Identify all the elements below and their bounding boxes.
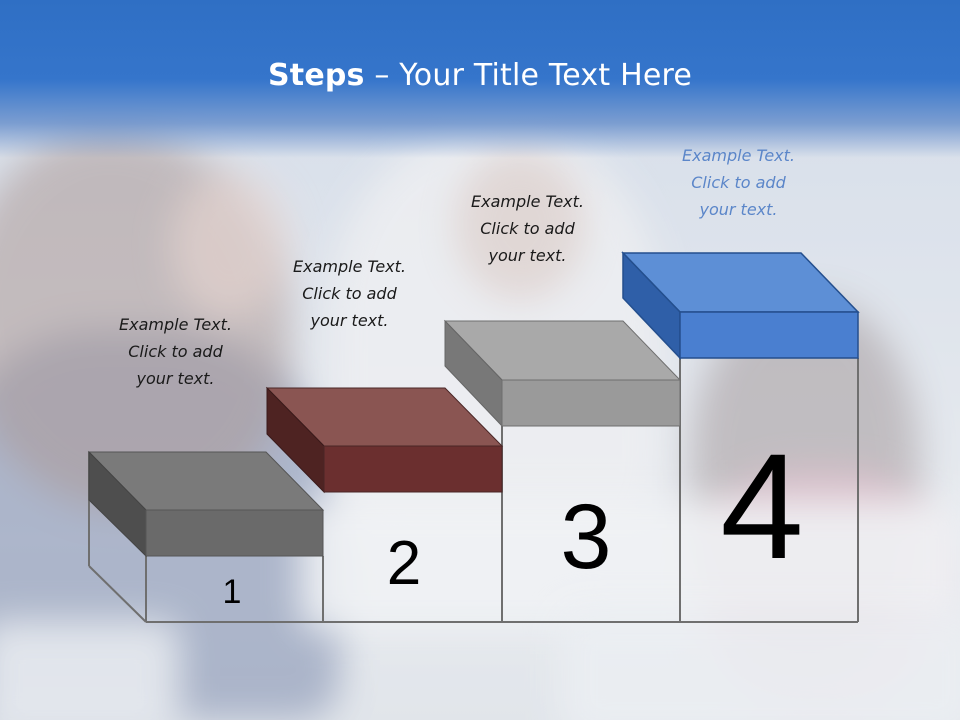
step-1-callout[interactable]: Example Text. Click to add your text. [98,311,253,392]
callout-line: your text. [699,200,778,219]
callout-line: your text. [310,311,389,330]
callout-line: your text. [136,369,215,388]
step-4-block[interactable] [621,251,860,360]
callout-line: Example Text. [471,192,584,211]
step-3-callout[interactable]: Example Text. Click to add your text. [450,188,605,269]
title-bar [0,0,960,158]
step-2-block[interactable] [265,386,504,494]
title-bold: Steps [267,58,365,93]
callout-line: Click to add [691,173,786,192]
callout-line: Example Text. [293,257,406,276]
step-4-callout[interactable]: Example Text. Click to add your text. [661,142,816,223]
callout-line: Example Text. [119,315,232,334]
callout-line: Click to add [128,342,223,361]
step-1-number: 1 [223,573,242,611]
callout-line: Example Text. [682,146,795,165]
callout-line: Click to add [480,219,575,238]
step-4-number: 4 [720,422,803,590]
step-1-block[interactable] [87,450,325,558]
step-2-callout[interactable]: Example Text. Click to add your text. [272,253,427,334]
step-3-block[interactable] [443,319,682,428]
slide-title[interactable]: Steps – Your Title Text Here [0,56,960,96]
callout-line: your text. [488,246,567,265]
callout-line: Click to add [302,284,397,303]
title-rest: – Your Title Text Here [364,58,693,93]
step-3-number: 3 [560,486,611,588]
step-2-number: 2 [387,529,421,598]
